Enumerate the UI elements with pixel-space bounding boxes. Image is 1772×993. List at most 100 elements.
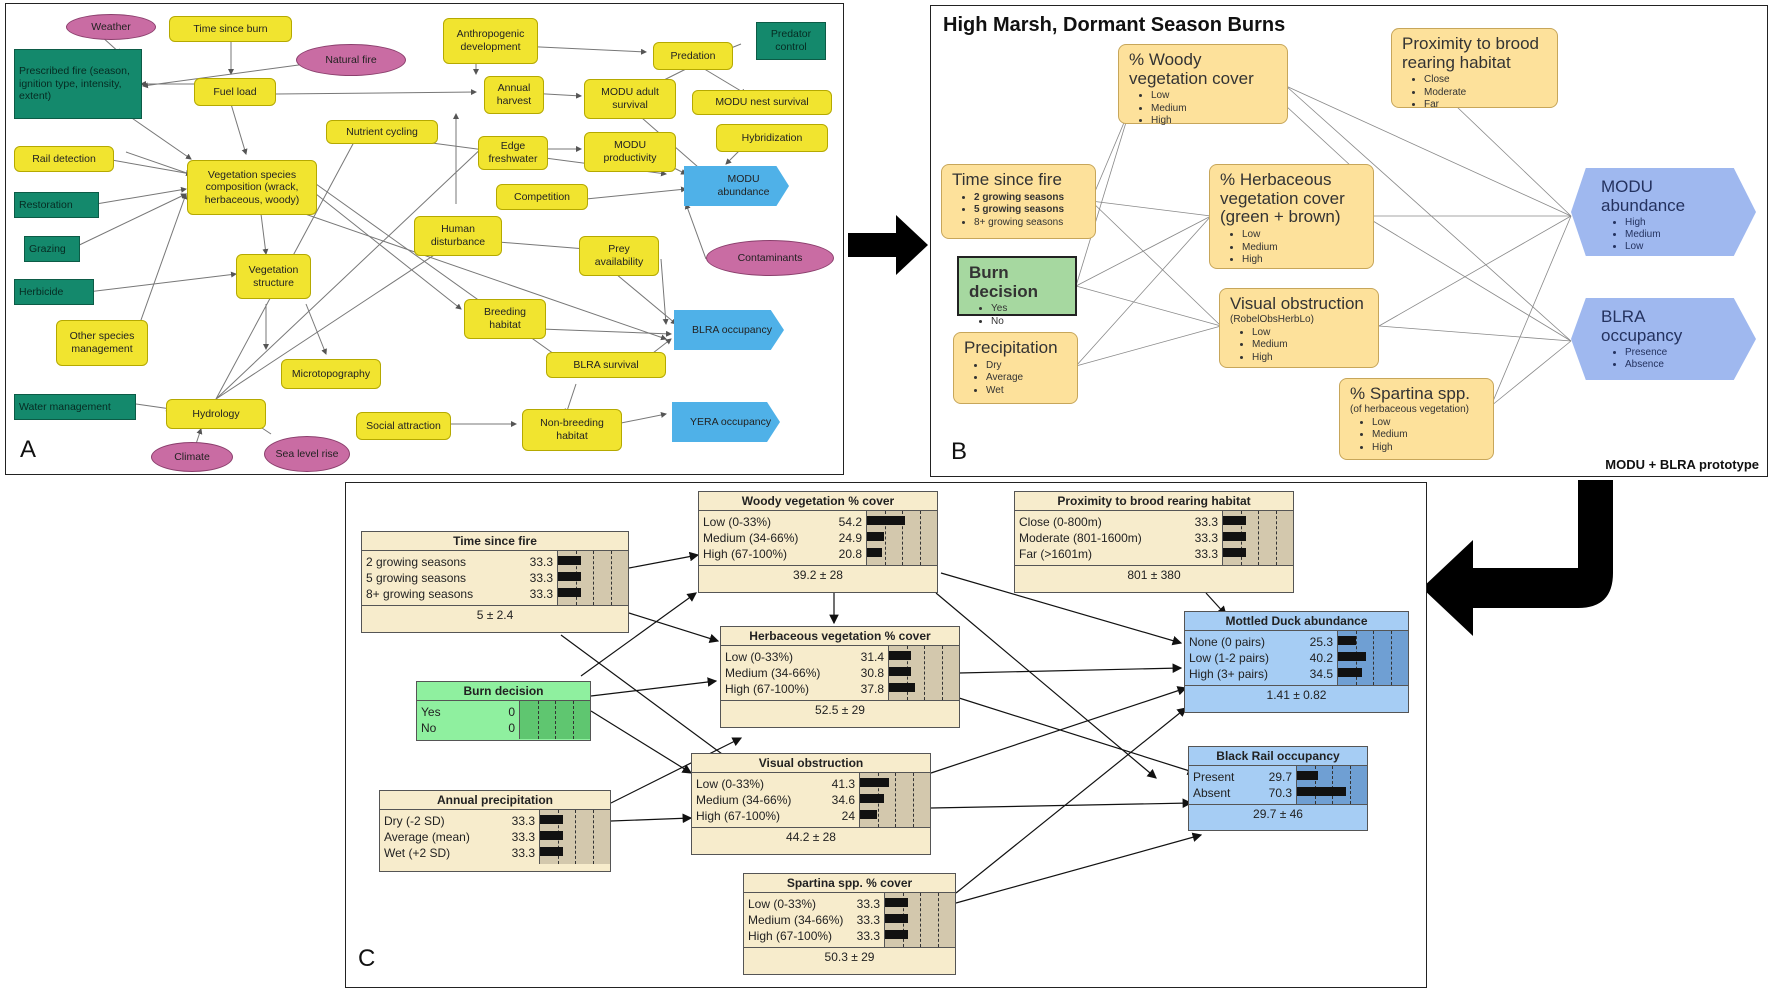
vegetation-structure-node: Vegetation structure (236, 254, 311, 299)
human-disturbance-label: Human disturbance (430, 223, 486, 248)
c-black-rail-foot: 29.7 ± 46 (1253, 807, 1303, 821)
b-spartina-state: Low (1372, 417, 1483, 430)
belief-bar (1338, 636, 1356, 645)
grazing-node: Grazing (24, 236, 80, 262)
gridline (924, 646, 925, 700)
belief-row: High (67-100%)33.3 (748, 928, 880, 944)
b-time-since-fire-node: Time since fire 2 growing seasons5 growi… (941, 164, 1096, 239)
water-management-node: Water management (14, 394, 136, 420)
blra-occupancy-node: BLRA occupancy (674, 310, 784, 350)
b-burn-decision-state: Yes (991, 303, 1065, 316)
fuel-load-label: Fuel load (213, 85, 257, 98)
b-spartina-title: % Spartina spp. (1350, 384, 1471, 403)
panel-a: Weather Time since burn Natural fire Pre… (5, 3, 844, 475)
predation-node: Predation (653, 42, 733, 70)
c-precipitation-title: Annual precipitation (380, 791, 610, 810)
blra-occupancy-label: BLRA occupancy (692, 323, 772, 336)
c-black-rail-title: Black Rail occupancy (1189, 747, 1367, 766)
b-blra-occupancy-state: Absence (1625, 359, 1726, 371)
b-herbaceous-state: Low (1242, 229, 1363, 242)
state-value: 0 (508, 705, 515, 719)
b-modu-abundance-title: MODU abundance (1601, 177, 1686, 215)
belief-bar (1297, 787, 1347, 796)
belief-bar (867, 532, 885, 541)
microtopography-node: Microtopography (281, 359, 381, 389)
b-spartina-state: Medium (1372, 429, 1483, 442)
state-label: Moderate (801-1600m) (1019, 531, 1142, 545)
belief-bars (539, 810, 610, 864)
state-value: 41.3 (831, 777, 855, 791)
state-value: 33.3 (1194, 547, 1218, 561)
belief-row: Close (0-800m)33.3 (1019, 514, 1218, 530)
state-value: 33.3 (1194, 531, 1218, 545)
gridline (537, 701, 539, 739)
modu-nest-survival-label: MODU nest survival (715, 96, 809, 109)
weather-label: Weather (91, 20, 131, 33)
microtopography-label: Microtopography (291, 367, 371, 380)
state-value: 33.3 (529, 571, 553, 585)
belief-row: Medium (34-66%)30.8 (725, 665, 884, 681)
human-disturbance-node: Human disturbance (414, 216, 502, 256)
time-since-burn-label: Time since burn (193, 22, 268, 35)
belief-bar (558, 572, 582, 581)
belief-bar (889, 683, 916, 692)
b-visual-obstruction-title: Visual obstruction (1230, 294, 1364, 313)
c-proximity-foot: 801 ± 380 (1127, 568, 1181, 582)
belief-bar (540, 847, 564, 856)
b-woody-state: Low (1151, 90, 1277, 103)
belief-row: Low (0-33%)31.4 (725, 649, 884, 665)
belief-bar (860, 778, 889, 787)
state-label: None (0 pairs) (1189, 635, 1266, 649)
b-precipitation-node: Precipitation DryAverageWet (953, 332, 1078, 404)
c-proximity-node: Proximity to brood rearing habitat Close… (1014, 491, 1294, 593)
belief-bar (860, 810, 877, 819)
state-label: Present (1193, 770, 1235, 784)
other-species-label: Other species management (69, 330, 135, 355)
state-value: 70.3 (1268, 786, 1292, 800)
anthropogenic-development-node: Anthropogenic development (443, 18, 538, 64)
state-value: 33.3 (1194, 515, 1218, 529)
gridline (919, 511, 921, 565)
yera-occupancy-label: YERA occupancy (690, 415, 772, 428)
state-value: 34.5 (1309, 667, 1333, 681)
belief-row: Far (>1601m)33.3 (1019, 546, 1218, 562)
anthropogenic-development-label: Anthropogenic development (456, 28, 525, 53)
belief-row: High (3+ pairs)34.5 (1189, 666, 1333, 682)
social-attraction-node: Social attraction (356, 412, 451, 440)
nutrient-cycling-node: Nutrient cycling (326, 120, 438, 144)
hydrology-label: Hydrology (192, 407, 240, 420)
c-time-since-fire-title: Time since fire (362, 532, 628, 551)
state-label: Dry (-2 SD) (384, 814, 445, 828)
gridline (1258, 511, 1259, 565)
c-burn-decision-title: Burn decision (417, 682, 590, 701)
belief-bar (889, 667, 911, 676)
b-visual-obstruction-state: Low (1252, 327, 1368, 340)
belief-bar (867, 516, 905, 525)
b-burn-decision-state: No (991, 316, 1065, 329)
grazing-label: Grazing (29, 242, 66, 255)
belief-bar (1338, 652, 1367, 661)
herbicide-node: Herbicide (14, 279, 94, 305)
state-label: Low (0-33%) (696, 777, 765, 791)
b-burn-decision-title: Burn decision (969, 263, 1038, 301)
state-value: 0 (508, 721, 515, 735)
belief-bar (558, 588, 582, 597)
gridline (572, 701, 574, 739)
b-visual-obstruction-state: Medium (1252, 339, 1368, 352)
state-label: High (67-100%) (696, 809, 781, 823)
